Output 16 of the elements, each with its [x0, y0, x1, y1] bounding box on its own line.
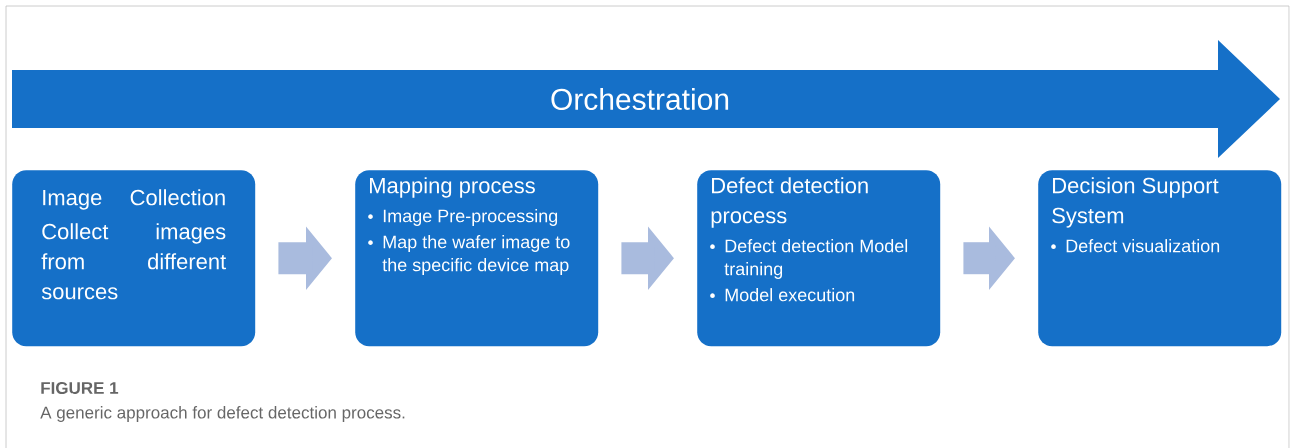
- bullet-item: Model execution: [710, 288, 855, 302]
- box-heading: Defect detection process: [711, 177, 868, 228]
- bullet-item: Map the wafer image to the specific device map: [368, 235, 570, 275]
- figure-label: FIGURE 1: [41, 382, 119, 395]
- box-heading: Decision Support System: [1052, 177, 1219, 228]
- process-box: [12, 170, 256, 347]
- bullet-item: Defect visualization: [1051, 239, 1220, 253]
- caption: A generic approach for defect detection process.: [40, 406, 405, 422]
- box-text: Collect images from different sources: [41, 223, 227, 300]
- process-box: [355, 170, 599, 347]
- process-box: [697, 170, 941, 347]
- process-box: [1038, 170, 1282, 347]
- box-heading: Image Collection: [43, 189, 225, 210]
- bullet-item: Image Pre-processing: [368, 209, 558, 226]
- box-heading: Mapping process: [370, 177, 535, 198]
- bullet-item: Defect detection Model training: [710, 239, 908, 279]
